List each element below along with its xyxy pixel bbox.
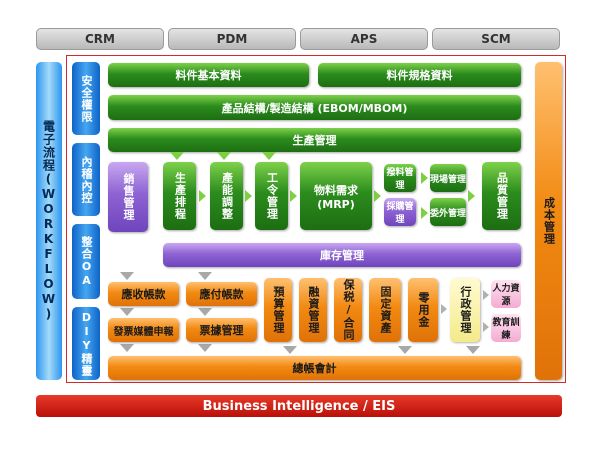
arrow-down-icon: [198, 344, 212, 352]
oa-box[interactable]: 整合OA: [72, 224, 100, 299]
diy-box[interactable]: DIY精靈: [72, 307, 100, 380]
arrow-right-icon: [374, 190, 381, 202]
capacity-label: 產能調整: [220, 172, 234, 220]
arrow-right-icon: [468, 190, 475, 202]
guarantee-box[interactable]: 保税/合同: [334, 278, 362, 342]
petty-cash-label: 零用金: [417, 292, 430, 328]
arrow-right-icon: [245, 190, 252, 202]
fixed-assets-box[interactable]: 固定資產: [369, 278, 401, 342]
arrow-right-icon: [421, 207, 428, 219]
arrow-right-icon: [483, 290, 489, 300]
fixed-assets-label: 固定資產: [379, 286, 392, 334]
arrow-down-icon: [170, 152, 184, 160]
arrow-down-icon: [398, 346, 412, 354]
quality-box[interactable]: 品質管理: [482, 162, 521, 230]
arrow-down-icon: [120, 272, 134, 280]
work-order-label: 工令管理: [265, 172, 279, 220]
workflow-bar[interactable]: 電子流程(WORKFLOW): [36, 62, 62, 380]
arrow-down-icon: [120, 308, 134, 316]
ledger-box[interactable]: 總帳會計: [108, 356, 521, 380]
budget-label: 預算管理: [272, 286, 285, 334]
arrow-right-icon: [421, 172, 428, 184]
arrow-down-icon: [120, 344, 134, 352]
arrow-down-icon: [466, 346, 480, 354]
diy-label: DIY精靈: [80, 310, 93, 377]
sales-box[interactable]: 銷售管理: [108, 162, 148, 232]
cost-management-bar[interactable]: 成本管理: [535, 62, 562, 380]
arrow-down-icon: [262, 152, 276, 160]
bills-box[interactable]: 票據管理: [186, 318, 257, 342]
erp-frame: [66, 55, 566, 383]
security-label: 安全權限: [80, 74, 93, 123]
petty-cash-box[interactable]: 零用金: [408, 278, 438, 342]
scheduling-label: 生產排程: [173, 172, 187, 220]
finance-box[interactable]: 融資管理: [299, 278, 327, 342]
inventory-box[interactable]: 庫存管理: [163, 243, 521, 267]
guarantee-label: 保税/合同: [342, 279, 355, 341]
business-intelligence-bar[interactable]: Business Intelligence / EIS: [36, 395, 562, 417]
tab-scm[interactable]: SCM: [432, 28, 560, 50]
mrp-box[interactable]: 物料需求 (MRP): [300, 162, 372, 230]
admin-label: 行政管理: [459, 286, 472, 334]
arrow-right-icon: [290, 190, 297, 202]
arrow-right-icon: [199, 190, 206, 202]
purchasing-box[interactable]: 採購管理: [384, 198, 416, 226]
budget-box[interactable]: 預算管理: [264, 278, 292, 342]
material-issue-box[interactable]: 撥料管理: [384, 164, 416, 192]
ar-box[interactable]: 應收帳款: [108, 282, 179, 306]
work-order-box[interactable]: 工令管理: [255, 162, 288, 230]
shop-floor-box[interactable]: 現場管理: [430, 164, 466, 192]
bom-box[interactable]: 產品結構/製造結構 (EBOM/MBOM): [108, 95, 521, 120]
item-spec-box[interactable]: 料件規格資料: [318, 63, 521, 87]
invoice-box[interactable]: 發票媒體申報: [108, 318, 179, 342]
production-box[interactable]: 生產管理: [108, 128, 521, 152]
arrow-right-icon: [483, 322, 489, 332]
internal-control-box[interactable]: 內稽內控: [72, 143, 100, 216]
sales-label: 銷售管理: [122, 173, 135, 221]
arrow-down-icon: [198, 272, 212, 280]
tab-aps[interactable]: APS: [300, 28, 428, 50]
outsourcing-box[interactable]: 委外管理: [430, 198, 466, 226]
item-basic-box[interactable]: 料件基本資料: [108, 63, 309, 87]
oa-label: 整合OA: [80, 235, 93, 288]
arrow-down-icon: [283, 346, 297, 354]
capacity-box[interactable]: 產能調整: [210, 162, 243, 230]
arrow-down-icon: [217, 152, 231, 160]
mrp-sub-label: (MRP): [317, 197, 355, 211]
quality-label: 品質管理: [495, 172, 509, 220]
security-box[interactable]: 安全權限: [72, 62, 100, 135]
cost-management-label: 成本管理: [542, 197, 556, 245]
tab-pdm[interactable]: PDM: [168, 28, 296, 50]
arrow-down-icon: [198, 308, 212, 316]
hr-box[interactable]: 人力資源: [491, 280, 521, 308]
admin-box[interactable]: 行政管理: [450, 278, 480, 342]
arrow-right-icon: [441, 304, 447, 314]
internal-control-label: 內稽內控: [80, 155, 93, 204]
ap-box[interactable]: 應付帳款: [186, 282, 257, 306]
workflow-label: 電子流程(WORKFLOW): [41, 120, 56, 322]
scheduling-box[interactable]: 生產排程: [163, 162, 196, 230]
mrp-label: 物料需求: [314, 183, 358, 197]
finance-label: 融資管理: [307, 286, 320, 334]
tab-crm[interactable]: CRM: [36, 28, 164, 50]
training-box[interactable]: 教育訓練: [491, 314, 521, 342]
